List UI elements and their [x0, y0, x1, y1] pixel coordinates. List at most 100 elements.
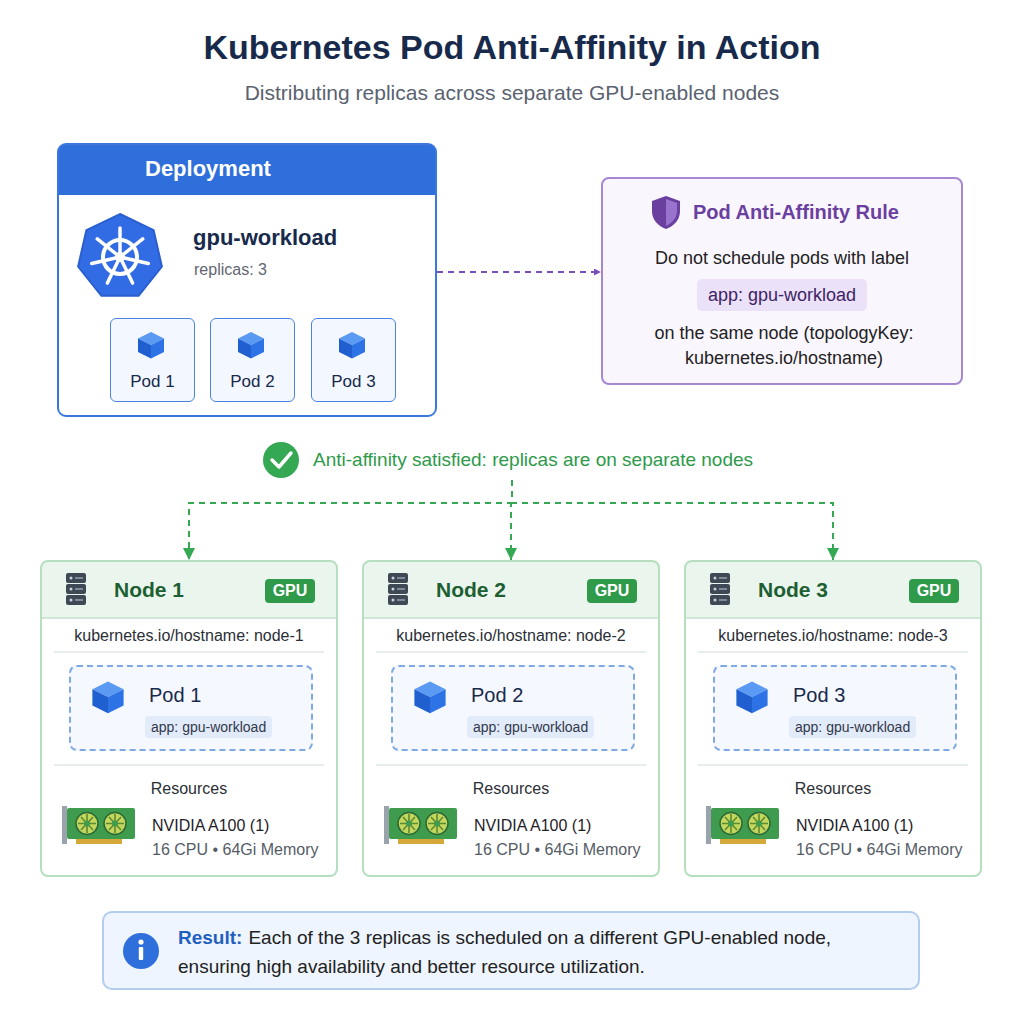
gpu-badge: GPU — [909, 579, 959, 603]
gpu-card-icon — [62, 806, 135, 844]
dashed-connector — [512, 480, 833, 560]
pod-name: Pod 1 — [111, 372, 194, 392]
pod-name: Pod 3 — [793, 683, 845, 707]
pod-cube-icon — [238, 332, 264, 359]
pod-cube-icon — [736, 681, 767, 713]
server-icon — [710, 573, 730, 605]
hostname-label: kubernetes.io/hostname: node-3 — [686, 626, 980, 646]
hostname-label: kubernetes.io/hostname: node-2 — [364, 626, 658, 646]
pod-name: Pod 3 — [312, 372, 395, 392]
diagram-title: Kubernetes Pod Anti-Affinity in Action — [0, 27, 1024, 67]
helm-spoke — [97, 239, 120, 257]
info-dot — [138, 939, 143, 944]
result-box: Result:Each of the 3 replicas is schedul… — [102, 911, 920, 990]
info-icon — [123, 933, 159, 969]
pod-name: Pod 1 — [149, 683, 201, 707]
result-paragraph: Result:Each of the 3 replicas is schedul… — [178, 923, 908, 981]
shield-icon — [652, 196, 680, 229]
check-circle — [263, 442, 299, 478]
box-heading: Deployment — [145, 156, 271, 182]
helm-spoke — [120, 257, 148, 264]
result-text: Each of the 3 replicas is scheduled on a… — [178, 927, 831, 977]
separator-line — [376, 764, 646, 766]
subtitle-label: Distributing replicas across separate GP… — [0, 81, 1024, 105]
info-circle — [123, 933, 159, 969]
label-pill: app: gpu-workload — [789, 716, 916, 738]
helm-wheel — [103, 240, 137, 274]
pod-cube-icon — [339, 332, 365, 359]
gpu-model: NVIDIA A100 (1) — [152, 816, 269, 836]
rule-box: Pod Anti-Affinity Rule Do not schedule po… — [601, 177, 963, 385]
gpu-model: NVIDIA A100 (1) — [796, 816, 913, 836]
separator-line — [376, 651, 646, 653]
shield-shape — [652, 196, 680, 229]
pod-box: Pod 1 app: gpu-workload — [69, 665, 313, 751]
node-name: Node 3 — [758, 577, 828, 603]
pod-name: Pod 2 — [211, 372, 294, 392]
gpu-card-icon — [384, 806, 457, 844]
helm-spoke — [92, 257, 120, 264]
dashed-connector — [189, 480, 512, 560]
helm-spoke — [107, 257, 120, 283]
cluster-node-box: Node 3 GPU kubernetes.io/hostname: node-3R… — [684, 560, 982, 877]
result-heading: Result: — [178, 927, 242, 948]
resource-spec: 16 CPU • 64Gi Memory — [152, 840, 319, 860]
pod-cube-icon — [138, 332, 164, 359]
status-banner: Anti-affinity satisfied: replicas are on… — [258, 440, 766, 480]
label-pill: app: gpu-workload — [697, 279, 867, 311]
node-name: Node 2 — [436, 577, 506, 603]
pod-box: Pod 3 — [311, 318, 396, 402]
rule-heading: Pod Anti-Affinity Rule — [693, 200, 899, 224]
deployment-name: gpu-workload — [193, 225, 337, 251]
pod-box: Pod 2 — [210, 318, 295, 402]
hostname-label: kubernetes.io/hostname: node-1 — [42, 626, 336, 646]
dashed-connector — [437, 271, 601, 273]
pod-box: Pod 3 app: gpu-workload — [713, 665, 957, 751]
helm-hub — [115, 252, 125, 262]
server-icon — [66, 573, 86, 605]
check-icon — [263, 442, 299, 478]
pod-name: Pod 2 — [471, 683, 523, 707]
cluster-node-box: Node 1 GPU kubernetes.io/hostname: node-1R… — [40, 560, 338, 877]
status-text: Anti-affinity satisfied: replicas are on… — [313, 448, 753, 472]
separator-line — [698, 764, 968, 766]
kubernetes-icon — [78, 214, 162, 296]
gpu-card-icon — [706, 806, 779, 844]
gpu-badge: GPU — [587, 579, 637, 603]
helm-spoke — [120, 239, 143, 257]
pod-box: Pod 2 app: gpu-workload — [391, 665, 635, 751]
gpu-model: NVIDIA A100 (1) — [474, 816, 591, 836]
separator-line — [698, 651, 968, 653]
shield-highlight — [666, 199, 677, 226]
gpu-badge: GPU — [265, 579, 315, 603]
helm-spokes — [92, 228, 149, 283]
cluster-node-box: Node 2 GPU kubernetes.io/hostname: node-2R… — [362, 560, 660, 877]
label-pill: app: gpu-workload — [467, 716, 594, 738]
server-icon — [388, 573, 408, 605]
rule-text: Do not schedule pods with label — [603, 247, 961, 269]
deployment-box: Deployment gpu-workload replicas: 3 Pod 1 Po… — [57, 143, 437, 417]
label-pill: app: gpu-workload — [145, 716, 272, 738]
section-heading: Resources — [42, 779, 336, 799]
pod-cube-icon — [92, 681, 123, 713]
helm-heptagon — [78, 214, 162, 296]
check-mark — [272, 453, 291, 467]
replica-count: replicas: 3 — [194, 260, 267, 280]
helm-spoke — [120, 257, 133, 283]
separator-line — [54, 651, 324, 653]
pod-cube-icon — [414, 681, 445, 713]
section-heading: Resources — [364, 779, 658, 799]
helm-spoke — [118, 228, 122, 257]
dashed-connector — [511, 480, 512, 560]
pod-box: Pod 1 — [110, 318, 195, 402]
resource-spec: 16 CPU • 64Gi Memory — [796, 840, 963, 860]
info-stem — [139, 947, 143, 960]
separator-line — [54, 764, 324, 766]
section-heading: Resources — [686, 779, 980, 799]
node-name: Node 1 — [114, 577, 184, 603]
rule-text: on the same node (topologyKey: kubernete… — [628, 321, 940, 371]
resource-spec: 16 CPU • 64Gi Memory — [474, 840, 641, 860]
